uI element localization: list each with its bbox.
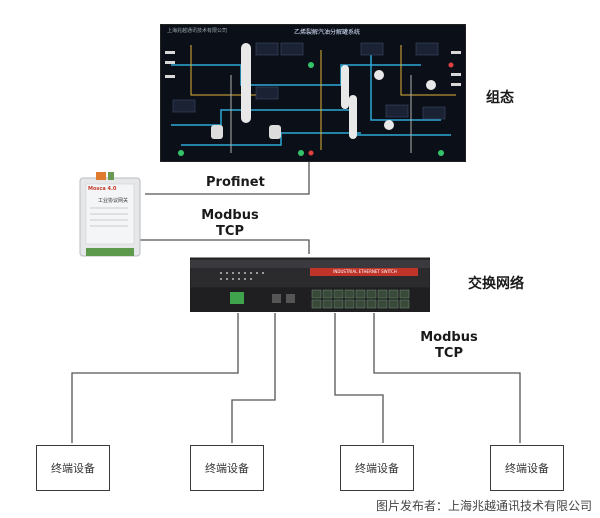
- terminal-device-2: 终端设备: [190, 445, 264, 491]
- switch-label: 交换网络: [468, 276, 524, 292]
- modbus-top-label: Modbus TCP: [200, 208, 260, 240]
- ethernet-switch: INDUSTRIAL ETHERNET SWITCH: [189, 254, 431, 314]
- caption: 图片发布者：上海兆越通讯技术有限公司: [375, 499, 592, 513]
- scada-header-text: 上海兆越通讯技术有限公司: [167, 28, 228, 34]
- scada-label: 组态: [486, 90, 514, 106]
- gateway-brand: Mosca 4.0: [88, 186, 117, 192]
- scada-screen: 上海兆越通讯技术有限公司 乙烯裂解汽油分解罐系统: [160, 24, 466, 162]
- modbus-right-line2: TCP: [435, 346, 463, 361]
- modbus-top-line1: Modbus: [201, 208, 259, 223]
- gateway-device: Mosca 4.0 工业协议网关: [78, 170, 142, 260]
- scada-title: 乙烯裂解汽油分解罐系统: [293, 29, 360, 36]
- terminal-device-4: 终端设备: [490, 445, 564, 491]
- scada-process-graphic: [165, 42, 461, 156]
- switch-graphic: [189, 257, 431, 312]
- gateway-model: 工业协议网关: [98, 198, 129, 204]
- terminal-device-3: 终端设备: [340, 445, 414, 491]
- modbus-top-line2: TCP: [216, 224, 244, 239]
- gateway-graphic: [79, 172, 141, 257]
- terminal-device-1: 终端设备: [36, 445, 110, 491]
- switch-banner: INDUSTRIAL ETHERNET SWITCH: [333, 269, 397, 274]
- modbus-right-label: Modbus TCP: [414, 330, 484, 362]
- modbus-right-line1: Modbus: [420, 330, 478, 345]
- profinet-label: Profinet: [206, 175, 265, 190]
